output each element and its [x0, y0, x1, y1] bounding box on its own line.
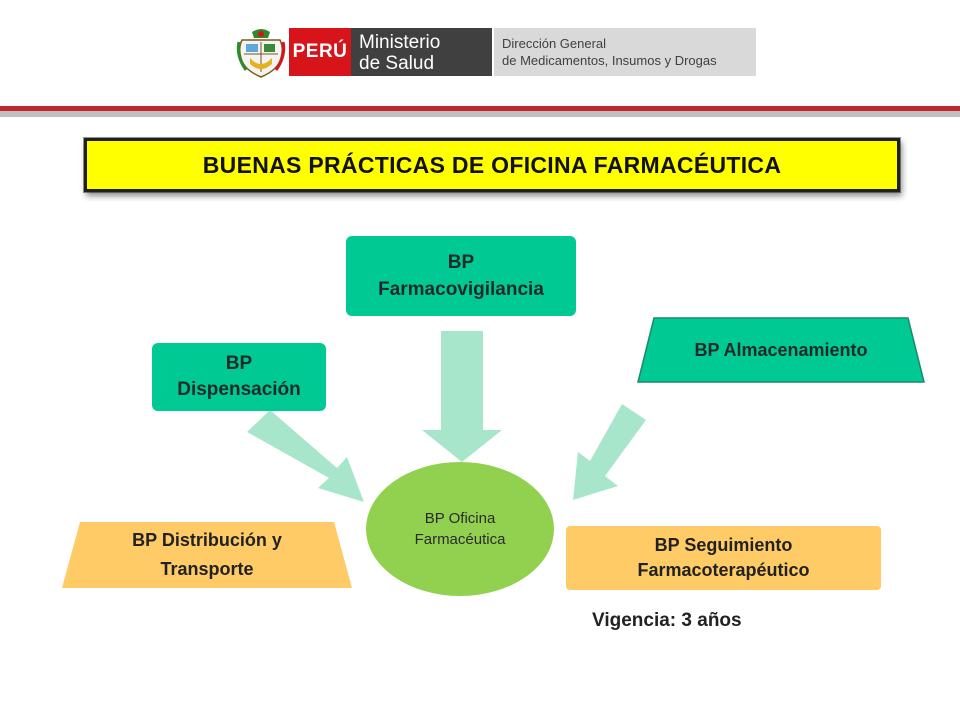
center-line-1: BP Oficina — [424, 510, 496, 527]
header-rule-red — [0, 106, 960, 111]
peru-label: PERÚ — [289, 28, 351, 76]
title-banner: BUENAS PRÁCTICAS DE OFICINA FARMACÉUTICA — [84, 138, 900, 192]
distribucion-line-2: Transporte — [160, 559, 254, 579]
direction-label: Dirección General de Medicamentos, Insum… — [494, 28, 756, 76]
almacenamiento-shape — [637, 317, 925, 383]
box-farmacovigilancia: BP Farmacovigilancia — [346, 236, 576, 316]
farmacovigilancia-line-1: BP — [447, 252, 475, 273]
box-seguimiento: BP Seguimiento Farmacoterapéutico — [566, 526, 881, 590]
seguimiento-line-2: Farmacoterapéutico — [637, 560, 810, 580]
arrow-farmacovigilancia — [422, 331, 502, 462]
ministry-line-1: Ministerio — [359, 32, 441, 53]
coat-of-arms-icon — [236, 29, 286, 78]
page-title: BUENAS PRÁCTICAS DE OFICINA FARMACÉUTICA — [202, 151, 782, 178]
vigencia-note: Vigencia: 3 años — [592, 610, 742, 631]
dispensacion-line-2: Dispensación — [177, 379, 301, 400]
almacenamiento-label: BP Almacenamiento — [694, 339, 868, 360]
farmacovigilancia-line-2: Farmacovigilancia — [378, 279, 544, 300]
direction-line-2: de Medicamentos, Insumos y Drogas — [502, 53, 717, 68]
center-line-2: Farmacéutica — [414, 531, 506, 548]
distribucion-shape — [62, 522, 352, 588]
box-dispensacion: BP Dispensación — [152, 343, 326, 411]
seguimiento-line-1: BP Seguimiento — [654, 535, 793, 555]
header-rule-gray — [0, 111, 960, 117]
dispensacion-line-1: BP — [225, 353, 253, 374]
ministry-line-2: de Salud — [359, 53, 435, 74]
distribucion-line-1: BP Distribución y — [132, 530, 282, 550]
header-logo: PERÚ Ministerio de Salud Dirección Gener… — [236, 26, 756, 80]
ministry-label: Ministerio de Salud — [351, 28, 492, 76]
arrow-almacenamiento — [573, 404, 646, 500]
direction-line-1: Dirección General — [502, 36, 607, 51]
distribucion-label: BP Distribución y Transporte — [62, 522, 352, 588]
center-node: BP Oficina Farmacéutica — [366, 462, 554, 596]
arrow-dispensacion — [247, 410, 364, 502]
